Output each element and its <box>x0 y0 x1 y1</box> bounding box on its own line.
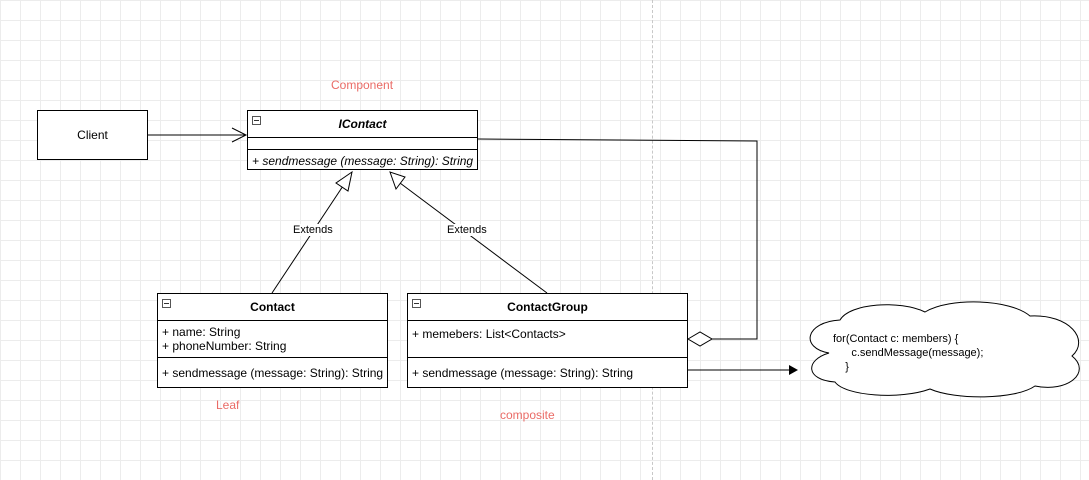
contact-extends-arrowhead <box>335 170 353 192</box>
client-label: Client <box>77 128 108 142</box>
note-line: c.sendMessage(message); <box>833 347 984 359</box>
icontact-class[interactable]: IContact + sendmessage (message: String)… <box>247 110 478 170</box>
note-line: for(Contact c: members) { <box>833 333 959 345</box>
contact-name: Contact <box>250 300 295 314</box>
contact-header: Contact <box>158 294 387 321</box>
client-box[interactable]: Client <box>37 110 148 160</box>
icontact-attributes <box>248 138 477 150</box>
aggregation-line <box>477 138 758 340</box>
collapse-icon[interactable] <box>252 116 261 125</box>
contact-attributes: + name: String + phoneNumber: String <box>158 321 387 358</box>
contact-group-header: ContactGroup <box>408 294 687 321</box>
note-link-arrowhead <box>789 365 798 375</box>
extends-label-right: Extends <box>446 224 488 236</box>
contact-group-name: ContactGroup <box>507 300 588 314</box>
client-association-arrowhead <box>231 127 248 143</box>
composite-label: composite <box>500 408 555 422</box>
note-line: } <box>833 361 849 373</box>
contact-group-method: + sendmessage (message: String): String <box>412 366 634 380</box>
group-extends-line <box>399 182 548 294</box>
contact-class[interactable]: Contact + name: String + phoneNumber: St… <box>157 293 388 388</box>
aggregation-diamond <box>687 331 713 347</box>
contact-group-attribute: + memebers: List<Contacts> <box>412 327 566 341</box>
note-text: for(Contact c: members) { c.sendMessage(… <box>833 332 983 374</box>
collapse-icon[interactable] <box>162 299 171 308</box>
icontact-methods: + sendmessage (message: String): String <box>248 150 477 170</box>
collapse-icon[interactable] <box>412 299 421 308</box>
contact-attribute: + phoneNumber: String <box>162 339 287 353</box>
contact-method: + sendmessage (message: String): String <box>162 366 383 380</box>
icontact-method: + sendmessage (message: String): String <box>252 154 473 168</box>
component-label: Component <box>331 78 394 92</box>
extends-label-left: Extends <box>292 224 334 236</box>
contact-group-class[interactable]: ContactGroup + memebers: List<Contacts> … <box>407 293 688 388</box>
page-guide-line <box>652 0 653 480</box>
contact-group-methods: + sendmessage (message: String): String <box>408 358 687 382</box>
group-extends-arrowhead <box>389 171 406 191</box>
contact-attribute: + name: String <box>162 325 241 339</box>
icontact-name: IContact <box>338 117 387 131</box>
icontact-header: IContact <box>248 111 477 138</box>
contact-methods: + sendmessage (message: String): String <box>158 358 387 382</box>
contact-extends-line <box>271 185 344 294</box>
contact-group-attributes: + memebers: List<Contacts> <box>408 321 687 358</box>
leaf-label: Leaf <box>216 398 240 412</box>
note-cloud <box>809 301 1080 398</box>
